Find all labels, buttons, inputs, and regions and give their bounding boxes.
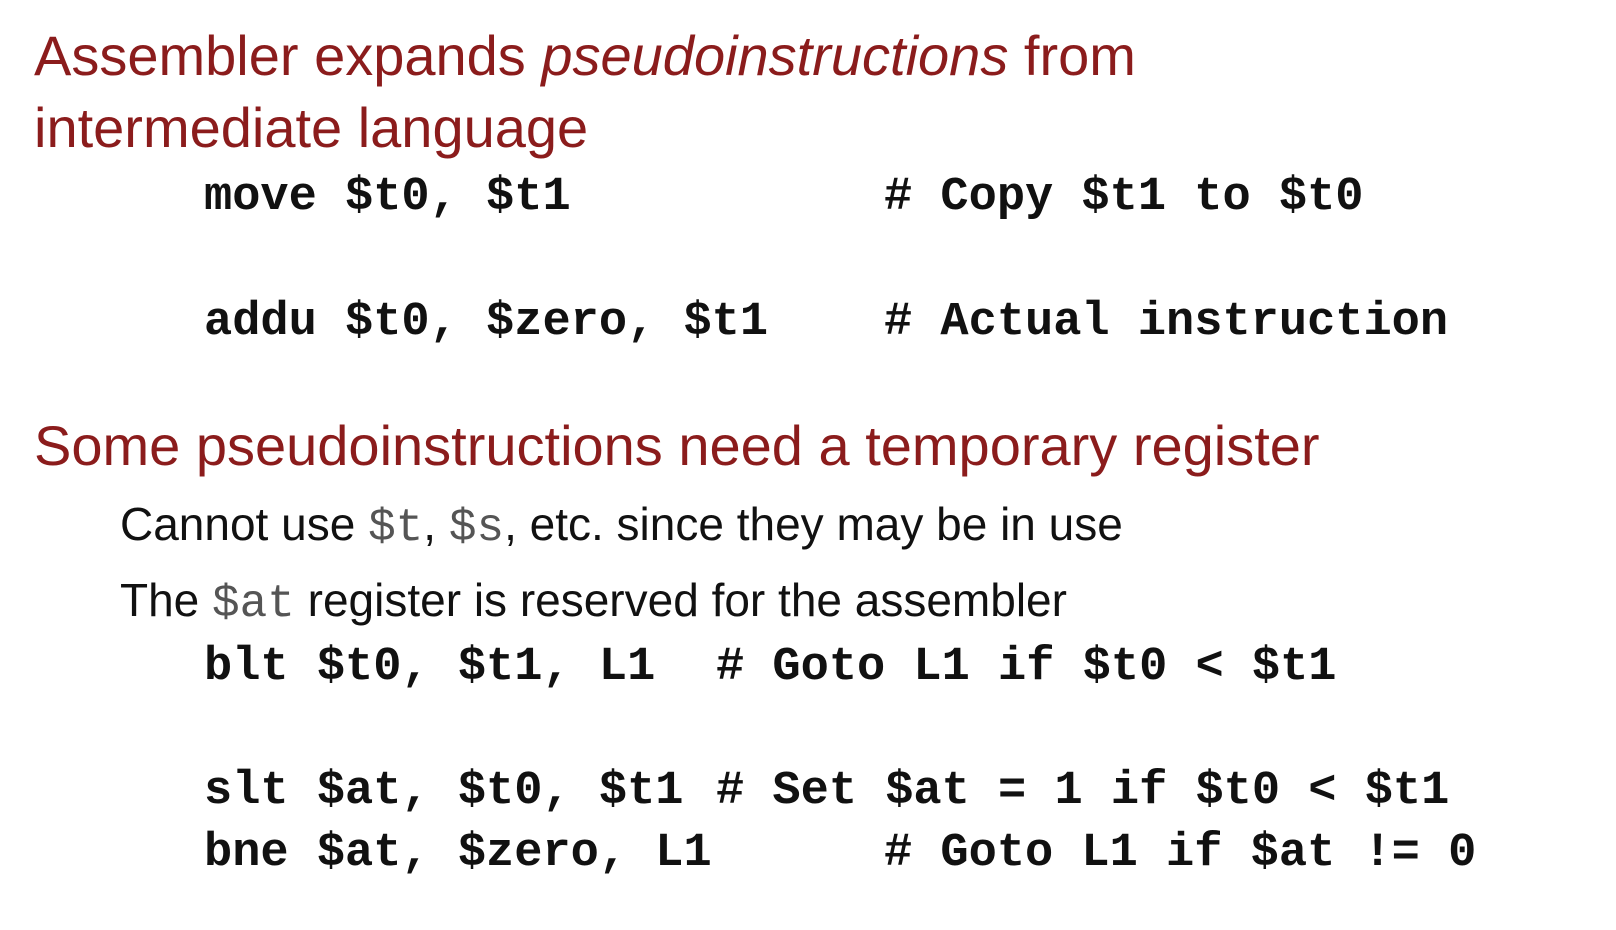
register-at: $at bbox=[212, 578, 295, 630]
heading-text: Assembler expands bbox=[34, 24, 542, 87]
code-comment: # Set $at = 1 if $t0 < $t1 bbox=[716, 765, 1450, 818]
section-heading-temporary-register: Some pseudoinstructions need a temporary… bbox=[34, 414, 1320, 477]
bullet-text: , etc. since they may be in use bbox=[504, 498, 1123, 550]
bullet-text: The bbox=[120, 574, 213, 626]
code-comment: # Actual instruction bbox=[884, 296, 1449, 349]
code-instruction: blt $t0, $t1, L1 bbox=[204, 641, 656, 694]
code-comment: # Goto L1 if $at != 0 bbox=[884, 827, 1477, 880]
bullet-cannot-use: Cannot use $t, $s, etc. since they may b… bbox=[120, 494, 1123, 558]
bullet-text: register is reserved for the assembler bbox=[294, 574, 1067, 626]
register-s: $s bbox=[448, 502, 505, 554]
bullet-text: Cannot use bbox=[120, 498, 369, 550]
section-heading-pseudoinstructions: Assembler expands pseudoinstructions fro… bbox=[34, 20, 1136, 92]
section-heading-line2: intermediate language bbox=[34, 96, 589, 159]
code-comment: # Copy $t1 to $t0 bbox=[884, 171, 1364, 224]
code-instruction: addu $t0, $zero, $t1 bbox=[204, 296, 769, 349]
bullet-text: , bbox=[423, 498, 449, 550]
heading-text: from bbox=[1008, 24, 1136, 87]
bullet-at-register: The $at register is reserved for the ass… bbox=[120, 570, 1067, 634]
register-t: $t bbox=[368, 502, 424, 554]
code-instruction: move $t0, $t1 bbox=[204, 171, 571, 224]
code-instruction: slt $at, $t0, $t1 bbox=[204, 765, 684, 818]
code-instruction: bne $at, $zero, L1 bbox=[204, 827, 712, 880]
code-comment: # Goto L1 if $t0 < $t1 bbox=[716, 641, 1337, 694]
heading-emphasis: pseudoinstructions bbox=[541, 24, 1009, 87]
